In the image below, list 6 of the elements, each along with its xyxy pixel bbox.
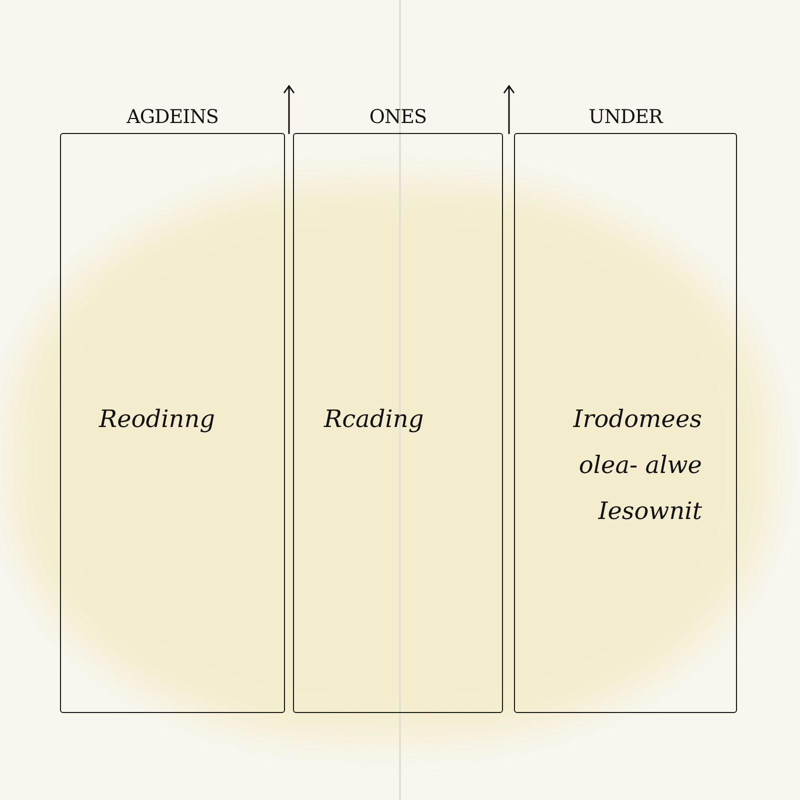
column-text: Reodinng <box>98 404 216 435</box>
column-text: Rcading <box>322 404 425 435</box>
column-heading: ONES <box>368 108 428 127</box>
column-heading: UNDER <box>588 108 664 127</box>
column-text: Irodomees olea- alwe Iesownit <box>572 404 703 527</box>
column-heading: AGDEINS <box>126 108 220 127</box>
